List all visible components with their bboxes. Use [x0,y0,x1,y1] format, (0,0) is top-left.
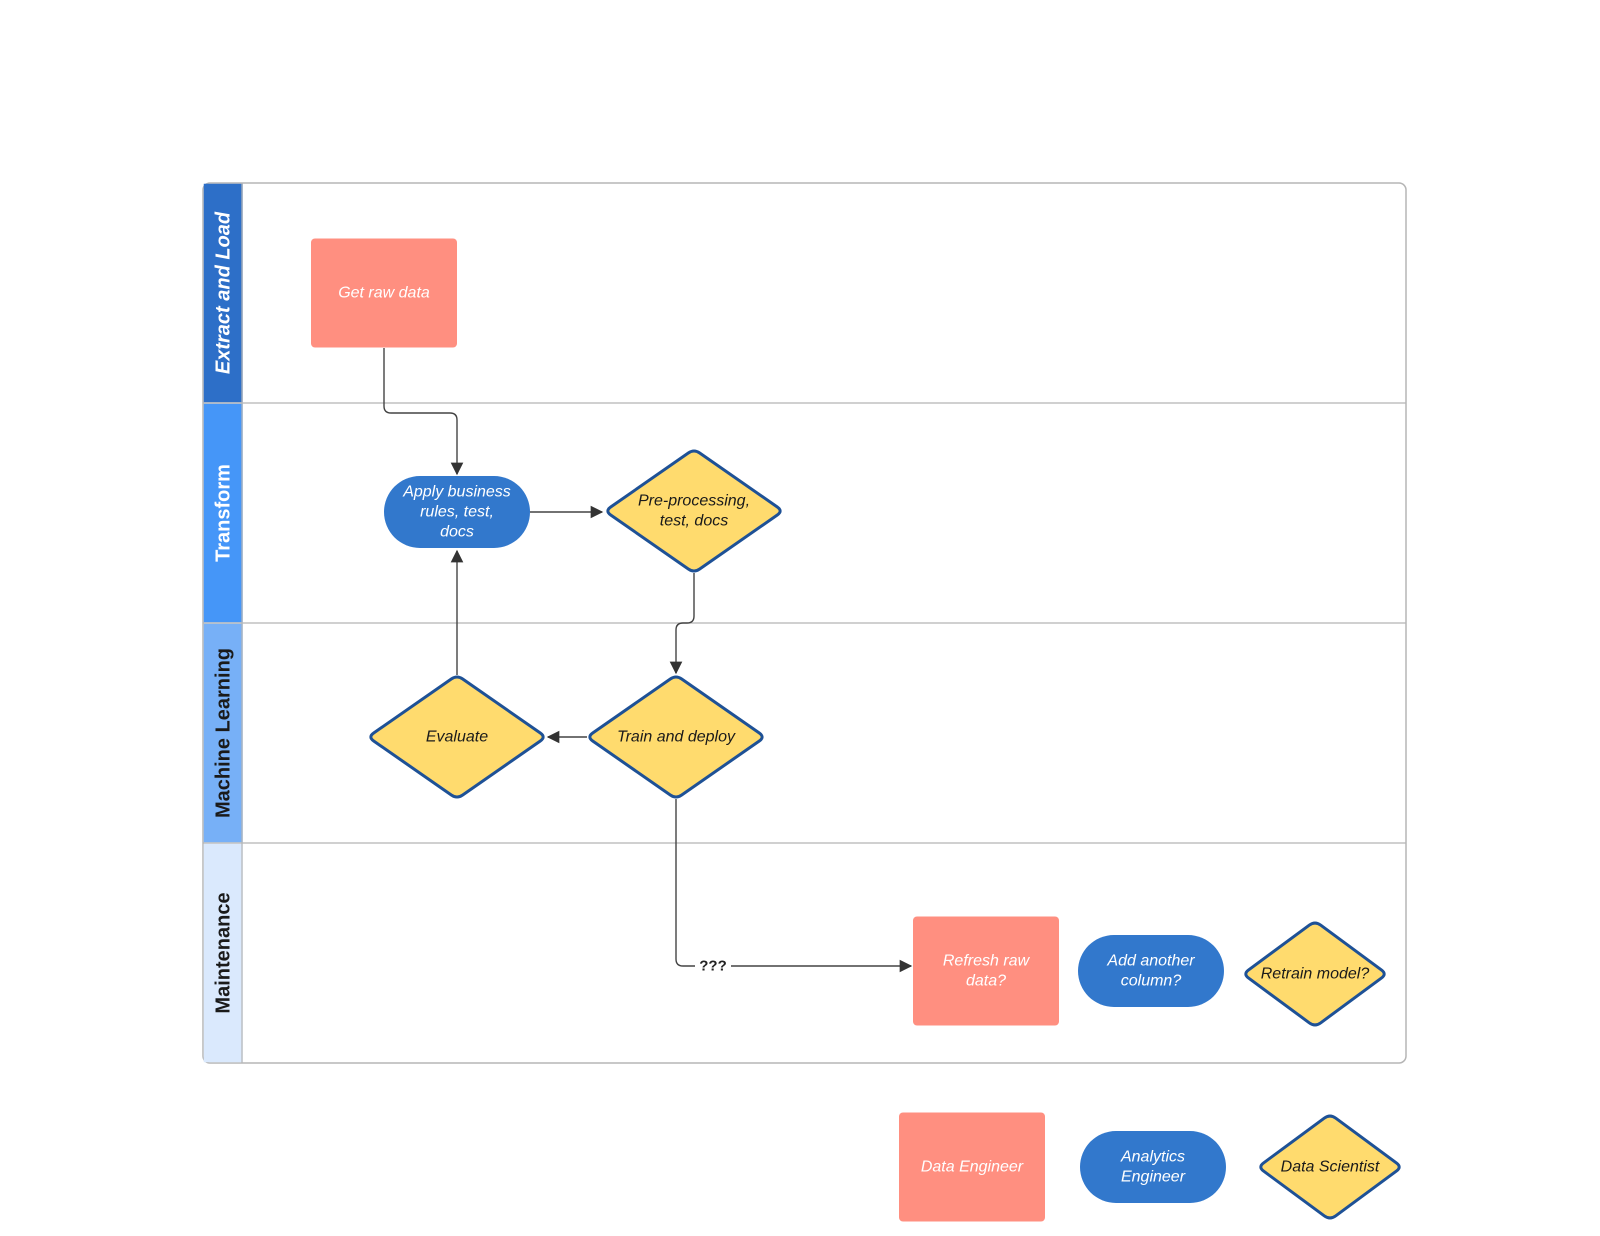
legend-item-data-scientist: Data Scientist [1259,1114,1401,1220]
legend-data-scientist-shape [1259,1114,1401,1220]
node-train-and-deploy[interactable]: Train and deploy [588,675,764,799]
node-train-and-deploy-shape [588,675,764,799]
lane-label-extract: Extract and Load [213,211,235,374]
node-get-raw-data-label: Get raw data [338,285,430,302]
legend-data-engineer-label: Data Engineer [921,1159,1024,1176]
connector-arrow [675,799,913,973]
node-add-another-column-shape [1078,935,1224,1007]
lane-label-transform: Transform [213,464,235,562]
legend-data-scientist-label: Data Scientist [1281,1159,1380,1176]
lane-header-extract [203,183,243,403]
node-train-and-deploy-label: Train and deploy [617,729,736,746]
lane-label-ml: Machine Learning [213,648,235,818]
lane-ml: Machine Learning [203,622,1406,843]
edge-pre-processing-to-train-and-deploy [669,573,695,675]
lane-transform: Transform [203,402,1406,623]
connector-arrow [383,348,464,476]
lane-maintenance: Maintenance [203,842,1406,1063]
edge-label: ??? [699,958,727,975]
lane-label-maintenance: Maintenance [213,892,235,1013]
node-get-raw-data[interactable]: Get raw data [311,238,457,348]
node-retrain-model[interactable]: Retrain model? [1244,921,1386,1027]
node-pre-processing-label: Pre-processing,test, docs [638,493,750,530]
node-pre-processing[interactable]: Pre-processing,test, docs [606,449,782,573]
node-evaluate[interactable]: Evaluate [369,675,545,799]
legend-item-data-engineer: Data Engineer [899,1112,1045,1222]
connector-arrow [669,573,695,675]
node-retrain-model-label: Retrain model? [1261,966,1370,983]
node-pre-processing-shape [606,449,782,573]
node-retrain-model-shape [1244,921,1386,1027]
node-refresh-raw-data-shape [913,916,1059,1026]
node-evaluate-label: Evaluate [426,729,488,746]
lane-header-ml [203,623,243,843]
lane-header-maintenance [203,843,243,1063]
node-evaluate-shape [369,675,545,799]
legend-analytics-engineer-shape [1080,1131,1226,1203]
node-get-raw-data-shape [311,238,457,348]
lane-extract: Extract and Load [203,183,243,403]
node-apply-business-rules-shape [384,476,530,548]
lane-header-transform [203,403,243,623]
legend-data-engineer-shape [899,1112,1045,1222]
edge-get-raw-data-to-apply-business-rules [383,348,464,476]
edge-train-and-deploy-to-refresh-raw-data: ??? [675,799,913,976]
